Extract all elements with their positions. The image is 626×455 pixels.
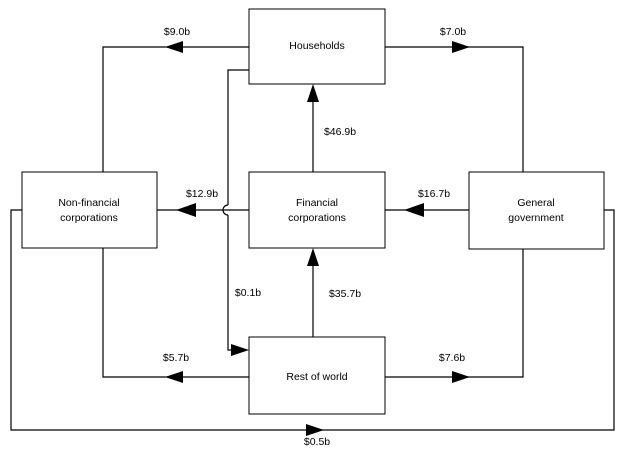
flow-label-46-9: $46.9b	[324, 126, 356, 138]
node-label-rest-of-world: Rest of world	[286, 371, 347, 383]
flow-arrow-0-1	[231, 344, 249, 356]
node-label-financial-line1: Financial	[296, 197, 338, 209]
flow-label-5-7: $5.7b	[163, 352, 189, 364]
flow-line-hop-arc	[222, 204, 229, 216]
flow-line-0-1	[227, 248, 238, 351]
flow-arrow-9-0	[165, 41, 183, 53]
flow-label-7-0: $7.0b	[440, 26, 466, 38]
flow-line-7-0	[385, 46, 524, 172]
node-label-financial-line2: corporations	[288, 212, 346, 224]
flow-arrow-5-7	[165, 371, 183, 383]
flow-label-16-7: $16.7b	[418, 188, 450, 200]
flow-label-9-0: $9.0b	[164, 26, 190, 38]
flow-line-7-6	[385, 249, 524, 378]
node-general-government[interactable]	[468, 171, 605, 250]
node-label-nonfinancial-line1: Non-financial	[58, 197, 119, 209]
flow-label-7-6: $7.6b	[439, 352, 465, 364]
node-label-households: Households	[289, 40, 344, 52]
flow-line-5-7	[102, 248, 249, 378]
flow-label-12-9: $12.9b	[186, 188, 218, 200]
flow-label-0-5: $0.5b	[304, 436, 330, 448]
flow-line-12-9-a	[227, 69, 249, 205]
node-households[interactable]	[248, 8, 386, 85]
flow-label-0-1: $0.1b	[235, 287, 261, 299]
flow-arrow-7-0	[452, 41, 470, 53]
node-label-government-line1: General	[517, 197, 554, 209]
node-label-nonfinancial-line2: corporations	[60, 212, 118, 224]
node-nonfinancial-corporations[interactable]	[21, 171, 158, 249]
flow-label-35-7: $35.7b	[329, 288, 361, 300]
flow-arrow-46-9	[307, 84, 319, 102]
flow-arrow-16-7	[404, 203, 424, 217]
flow-arrow-7-6	[452, 371, 470, 383]
node-financial-corporations[interactable]	[248, 171, 386, 249]
flow-arrow-12-9	[176, 203, 196, 217]
flow-arrow-35-7	[307, 248, 319, 266]
flow-arrow-0-5	[306, 424, 324, 436]
flow-line-9-0	[102, 46, 249, 172]
node-rest-of-world[interactable]	[248, 336, 386, 415]
node-label-government-line2: government	[508, 212, 564, 224]
